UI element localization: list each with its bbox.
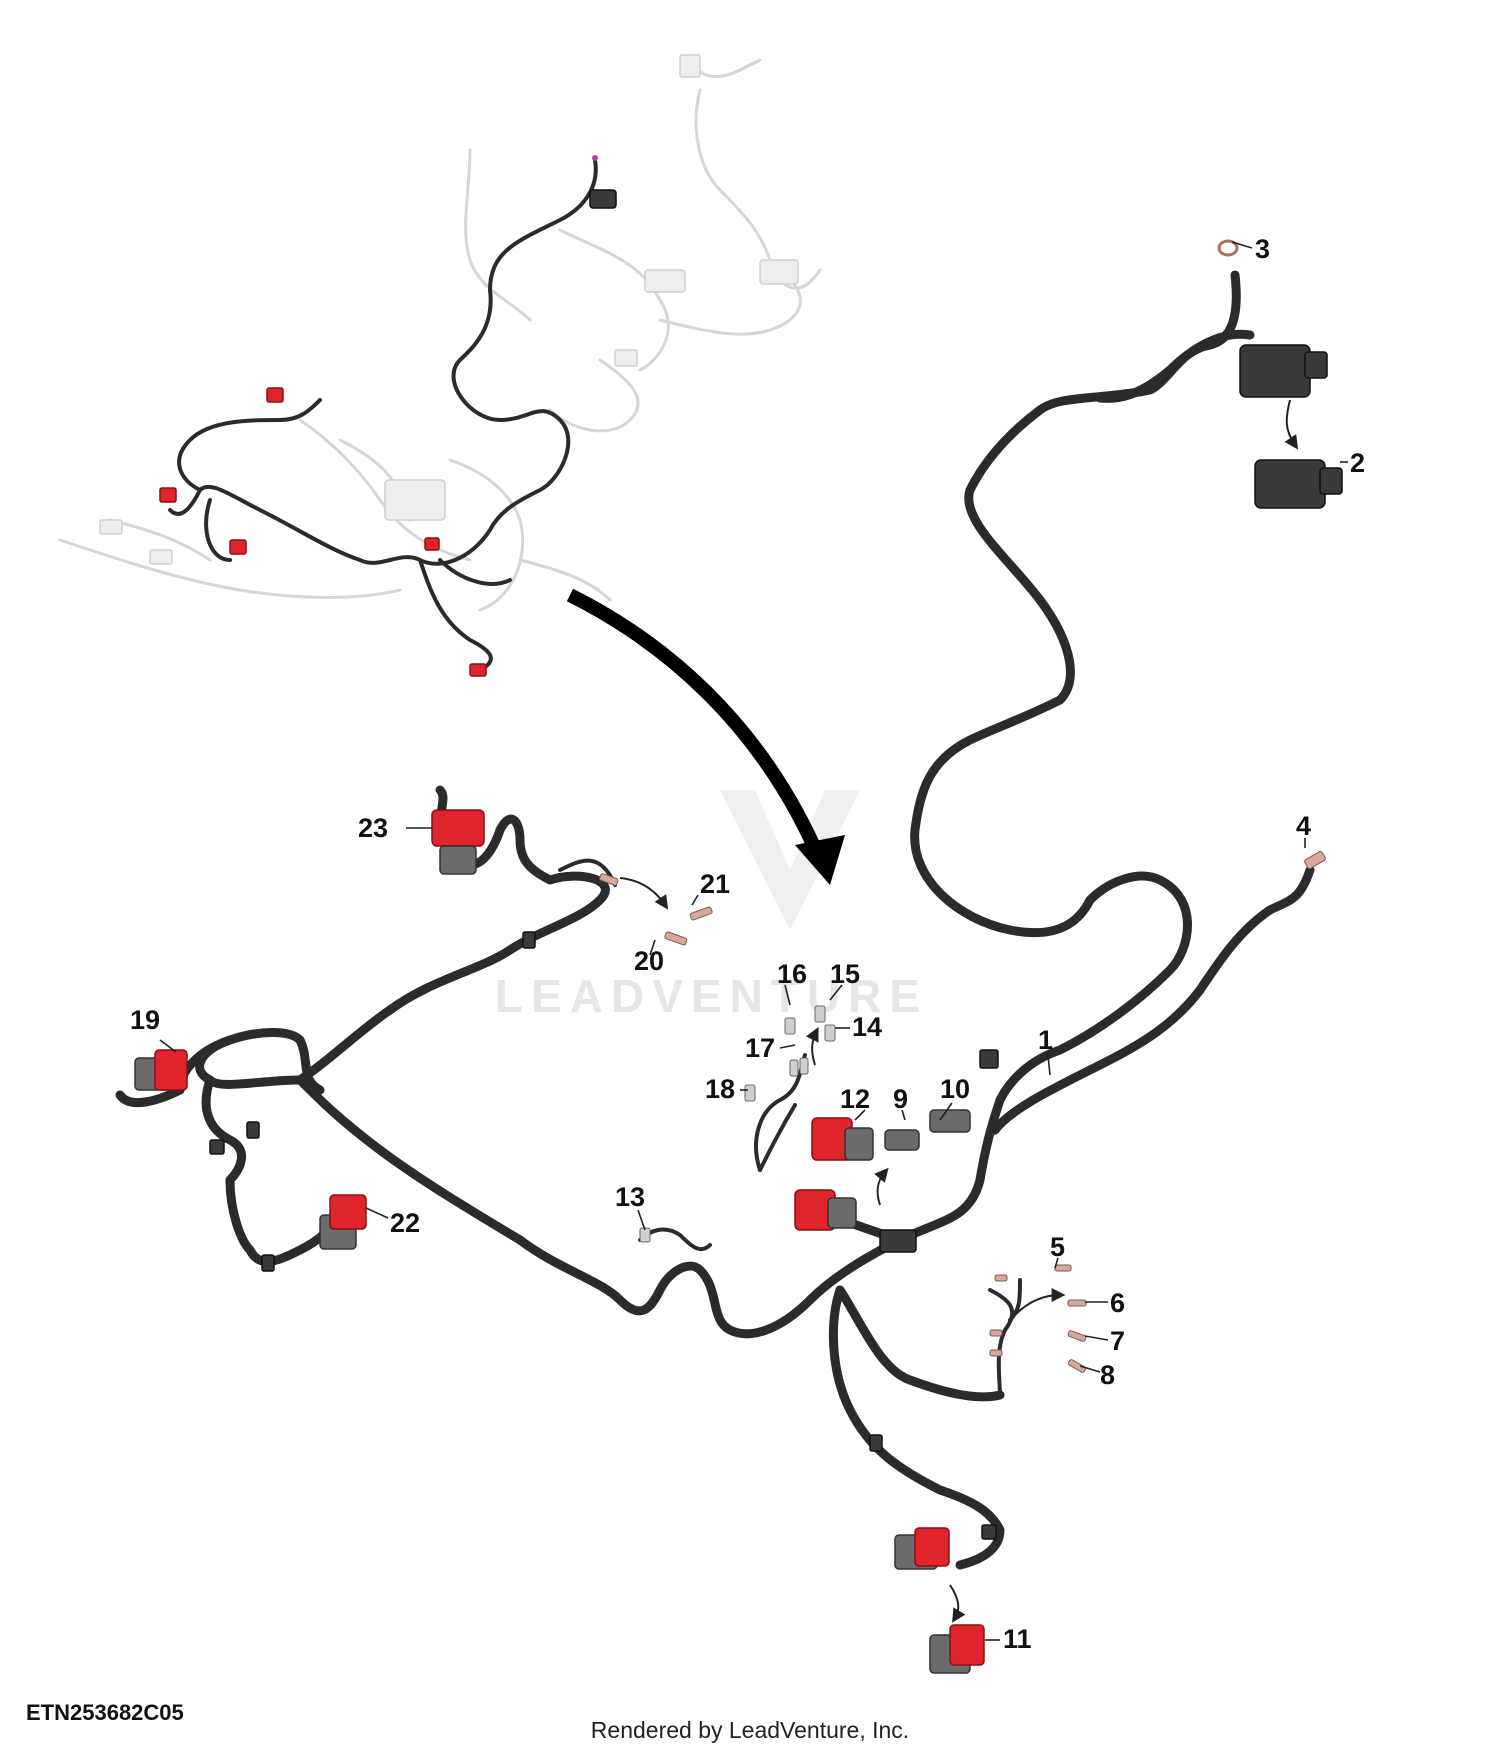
- callout-4: 4: [1296, 811, 1311, 841]
- watermark-text: LEADVENTURE: [495, 970, 928, 1022]
- callout-17: 17: [745, 1033, 775, 1063]
- connector-2: [1254, 459, 1343, 509]
- callout-13: 13: [615, 1182, 645, 1212]
- callout-18: 18: [705, 1074, 735, 1104]
- ring-terminal-3: [1217, 239, 1239, 257]
- connector-22: [319, 1194, 367, 1250]
- overview-highlighted-harness: [159, 155, 617, 677]
- callout-9: 9: [893, 1084, 908, 1114]
- connector-12: [811, 1117, 874, 1161]
- callout-2: 2: [1350, 448, 1365, 478]
- callout-19: 19: [130, 1005, 160, 1035]
- render-credit: Rendered by LeadVenture, Inc.: [590, 1717, 910, 1743]
- overview-to-detail-arrow: [566, 588, 827, 863]
- callout-21: 21: [700, 869, 730, 899]
- callout-20: 20: [634, 946, 664, 976]
- callouts: 1 2 3 4 5 6 7 8 9 10 11 12 13 14 15 16 1…: [130, 234, 1365, 1654]
- connector-9: [884, 1129, 920, 1151]
- callout-11: 11: [1003, 1624, 1032, 1654]
- overview-arrow-head: [795, 835, 845, 885]
- callout-3: 3: [1255, 234, 1270, 264]
- connector-19: [134, 1049, 188, 1091]
- connector-11-installed: [894, 1527, 950, 1570]
- leader-lines: [159, 241, 1348, 1641]
- callout-6: 6: [1110, 1288, 1125, 1318]
- connector-11: [929, 1624, 985, 1674]
- callout-14: 14: [852, 1012, 882, 1042]
- terminals: [599, 873, 1087, 1373]
- callout-5: 5: [1050, 1232, 1065, 1262]
- figure-id: ETN253682C05: [26, 1700, 184, 1725]
- overview-ghost-harness: [58, 54, 822, 612]
- main-harness: [115, 270, 1315, 1570]
- callout-8: 8: [1100, 1360, 1115, 1390]
- connector-2-installed: [1239, 344, 1328, 398]
- terminal-4: [1304, 850, 1326, 870]
- callout-16: 16: [777, 959, 807, 989]
- callout-1: 1: [1038, 1025, 1053, 1055]
- connector-12-installed: [794, 1189, 857, 1231]
- callout-10: 10: [940, 1074, 970, 1104]
- connector-23: [431, 809, 485, 875]
- watermark: LEADVENTURE: [495, 790, 928, 1022]
- small-arrows: [619, 399, 1299, 1623]
- connector-10: [929, 1109, 971, 1133]
- callout-12: 12: [840, 1084, 870, 1114]
- callout-23: 23: [358, 813, 388, 843]
- callout-7: 7: [1110, 1326, 1125, 1356]
- callout-22: 22: [390, 1208, 420, 1238]
- callout-15: 15: [830, 959, 860, 989]
